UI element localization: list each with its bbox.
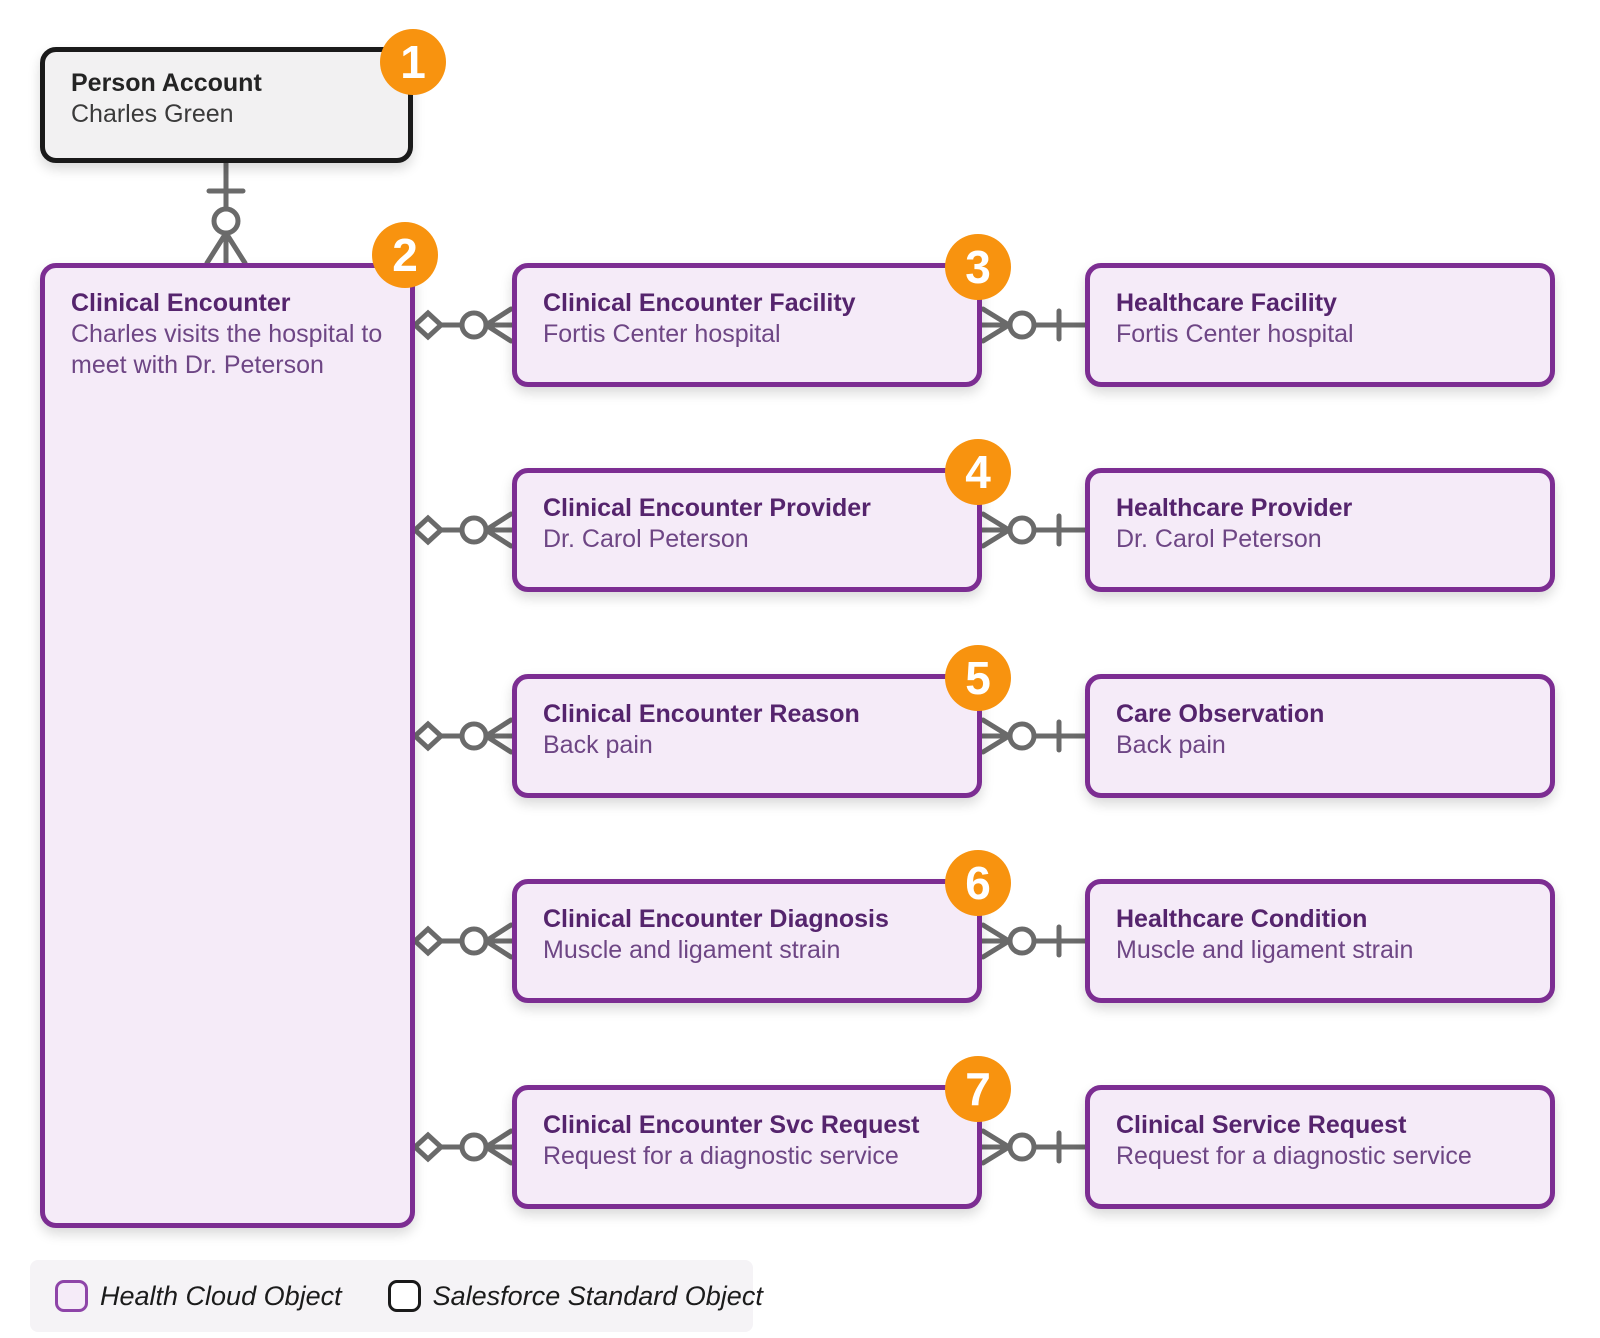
step-badge-5: 5 [945, 645, 1011, 711]
legend: Health Cloud Object Salesforce Standard … [30, 1260, 763, 1332]
box-subtitle: Fortis Center hospital [1116, 320, 1354, 348]
many-to-one-connector-icon [979, 511, 1088, 549]
step-badge-3: 3 [945, 234, 1011, 300]
box-title: Care Observation [1116, 700, 1325, 728]
step-badge-1: 1 [380, 29, 446, 95]
box-subtitle: Muscle and ligament strain [543, 936, 841, 964]
many-to-one-connector-icon [979, 1128, 1088, 1166]
healthcare-facility-box: Healthcare Facility Fortis Center hospit… [1085, 263, 1555, 387]
box-title: Clinical Encounter Provider [543, 494, 871, 522]
salesforce-standard-swatch-icon [387, 1280, 421, 1312]
care-observation-box: Care Observation Back pain [1085, 674, 1555, 798]
box-title: Clinical Encounter Reason [543, 700, 860, 728]
box-subtitle: Request for a diagnostic service [543, 1142, 899, 1170]
box-subtitle: Charles visits the hospital to meet with… [71, 320, 383, 379]
clinical-encounter-provider-box: Clinical Encounter Provider Dr. Carol Pe… [512, 468, 982, 592]
health-cloud-swatch-icon [55, 1280, 88, 1312]
clinical-service-request-box: Clinical Service Request Request for a d… [1085, 1085, 1555, 1209]
healthcare-provider-box: Healthcare Provider Dr. Carol Peterson [1085, 468, 1555, 592]
clinical-encounter-box: Clinical Encounter Charles visits the ho… [40, 263, 415, 1228]
zero-or-many-connector-icon [411, 922, 515, 960]
legend-item-health-cloud: Health Cloud Object [55, 1280, 342, 1312]
many-to-one-connector-icon [979, 922, 1088, 960]
box-subtitle: Back pain [1116, 731, 1226, 759]
many-to-one-connector-icon [979, 717, 1088, 755]
box-title: Clinical Encounter Svc Request [543, 1111, 920, 1139]
box-title: Healthcare Condition [1116, 905, 1368, 933]
legend-label: Health Cloud Object [100, 1280, 342, 1311]
clinical-encounter-reason-box: Clinical Encounter Reason Back pain [512, 674, 982, 798]
box-title: Clinical Encounter Facility [543, 289, 856, 317]
one-to-zero-or-many-connector-icon [204, 160, 248, 267]
box-subtitle: Charles Green [71, 100, 234, 128]
clinical-encounter-diagnosis-box: Clinical Encounter Diagnosis Muscle and … [512, 879, 982, 1003]
zero-or-many-connector-icon [411, 306, 515, 344]
clinical-encounter-facility-box: Clinical Encounter Facility Fortis Cente… [512, 263, 982, 387]
box-title: Healthcare Provider [1116, 494, 1353, 522]
box-title: Clinical Encounter Diagnosis [543, 905, 889, 933]
box-title: Clinical Encounter [71, 289, 291, 317]
zero-or-many-connector-icon [411, 1128, 515, 1166]
legend-item-salesforce-standard: Salesforce Standard Object [387, 1280, 763, 1312]
step-badge-7: 7 [945, 1056, 1011, 1122]
legend-label: Salesforce Standard Object [432, 1280, 763, 1311]
step-badge-6: 6 [945, 850, 1011, 916]
clinical-encounter-svc-request-box: Clinical Encounter Svc Request Request f… [512, 1085, 982, 1209]
box-title: Healthcare Facility [1116, 289, 1337, 317]
box-subtitle: Dr. Carol Peterson [543, 525, 749, 553]
box-subtitle: Dr. Carol Peterson [1116, 525, 1322, 553]
step-badge-2: 2 [372, 222, 438, 288]
zero-or-many-connector-icon [411, 717, 515, 755]
zero-or-many-connector-icon [411, 511, 515, 549]
box-subtitle: Muscle and ligament strain [1116, 936, 1414, 964]
person-account-box: Person Account Charles Green [40, 47, 413, 163]
box-subtitle: Back pain [543, 731, 653, 759]
step-badge-4: 4 [945, 439, 1011, 505]
box-title: Clinical Service Request [1116, 1111, 1407, 1139]
box-subtitle: Request for a diagnostic service [1116, 1142, 1472, 1170]
healthcare-condition-box: Healthcare Condition Muscle and ligament… [1085, 879, 1555, 1003]
box-title: Person Account [71, 69, 262, 97]
box-subtitle: Fortis Center hospital [543, 320, 781, 348]
many-to-one-connector-icon [979, 306, 1088, 344]
